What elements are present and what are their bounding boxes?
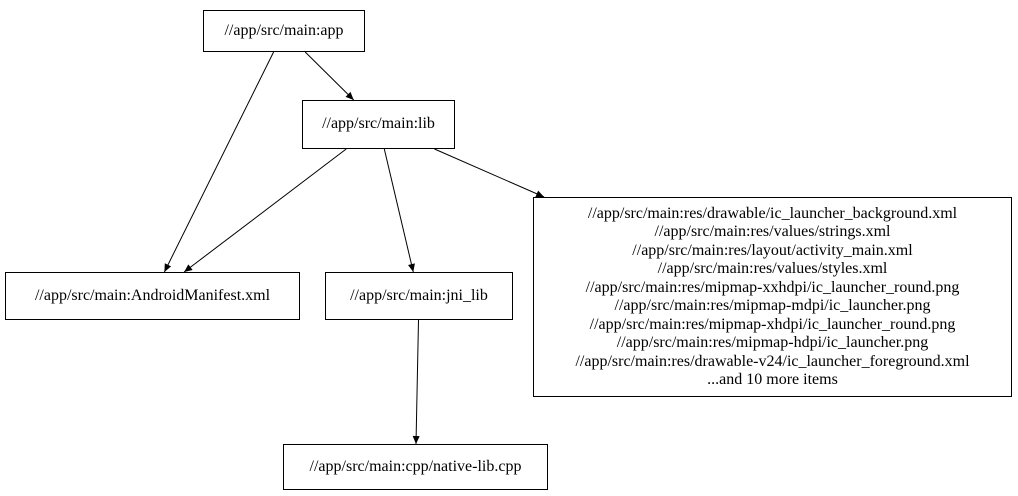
node-app-target: //app/src/main:app: [203, 10, 365, 52]
node-jni-lib-target: //app/src/main:jni_lib: [325, 272, 513, 320]
edge-app-to-lib: [304, 51, 355, 101]
node-resource-files-group: //app/src/main:res/drawable/ic_launcher_…: [533, 197, 1012, 397]
edge-jni-to-native: [412, 319, 420, 445]
edge-lib-to-manifest: [183, 148, 347, 273]
edge-app-to-manifest: [163, 51, 275, 273]
edge-lib-to-res: [434, 148, 545, 198]
node-lib-target: //app/src/main:lib: [302, 100, 455, 149]
node-androidmanifest-file: //app/src/main:AndroidManifest.xml: [5, 272, 300, 320]
edge-lib-to-jni: [383, 148, 415, 273]
node-native-lib-cpp-file: //app/src/main:cpp/native-lib.cpp: [283, 444, 548, 490]
